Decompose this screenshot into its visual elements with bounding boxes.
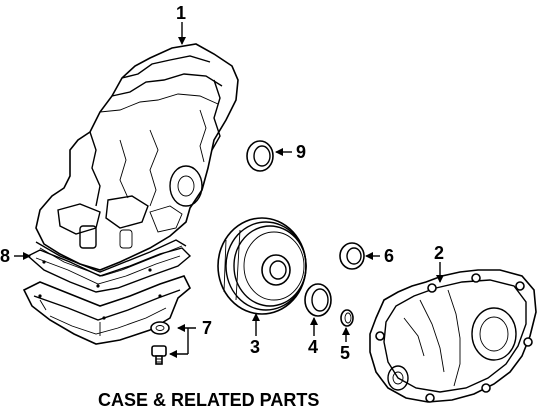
seal-part-9 — [246, 140, 274, 172]
transaxle-case-part — [369, 269, 537, 403]
callout-2: 2 — [434, 243, 444, 263]
leader-7 — [169, 324, 196, 358]
callout-7: 7 — [202, 318, 212, 338]
torque-converter-part — [217, 217, 307, 315]
callout-9: 9 — [296, 142, 306, 162]
oil-pan-part — [22, 275, 191, 345]
callout-1: 1 — [176, 3, 186, 23]
seal-part-6 — [339, 242, 365, 270]
callout-3: 3 — [250, 337, 260, 357]
callout-5: 5 — [340, 343, 350, 363]
callout-8: 8 — [0, 246, 10, 266]
engine-block-part — [35, 43, 239, 277]
drain-plug-part — [150, 321, 170, 365]
callout-6: 6 — [384, 246, 394, 266]
callout-4: 4 — [308, 337, 318, 357]
o-ring-part-5 — [340, 309, 354, 327]
diagram-caption: CASE & RELATED PARTS — [98, 390, 319, 410]
seal-part-4 — [304, 283, 332, 317]
leader-lines — [14, 22, 444, 358]
pan-gasket-part — [26, 247, 192, 293]
